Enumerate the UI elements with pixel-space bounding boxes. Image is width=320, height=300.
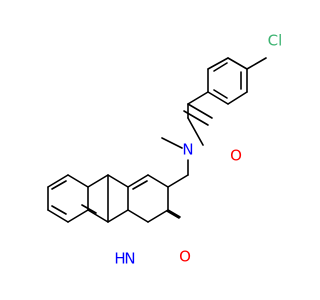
bond [67, 174, 89, 188]
bond [227, 91, 248, 105]
bond [167, 174, 189, 188]
bond [147, 174, 169, 188]
atom-label-layer: Cl O N H N O [114, 32, 282, 268]
bond [161, 137, 183, 149]
bond [132, 180, 148, 190]
chlorine-label: Cl [268, 32, 283, 50]
bond [127, 174, 149, 188]
ring-carbonyl-oxygen-label: O [179, 248, 191, 266]
bond [87, 209, 109, 223]
carbonyl-oxygen-label: O [230, 147, 242, 165]
ring-nh-hydrogen-label: H [114, 250, 125, 268]
amide-nitrogen-label: N [182, 141, 193, 159]
bond [51, 205, 67, 215]
bond [187, 117, 204, 146]
bond [213, 62, 228, 72]
bond [47, 174, 69, 188]
bond [147, 209, 169, 223]
bond [67, 209, 89, 223]
molecule-structure: Cl O N H N O [47, 32, 282, 268]
bond [87, 174, 109, 188]
molecule-canvas: Cl O N H N O [47, 31, 283, 268]
bond [187, 91, 209, 105]
bond [207, 57, 229, 70]
bond [81, 204, 97, 214]
bond [127, 209, 149, 223]
bond [213, 89, 228, 99]
bond [107, 174, 129, 188]
bond [207, 91, 229, 105]
bond [246, 57, 267, 70]
bond [166, 210, 180, 219]
bond [47, 209, 69, 223]
bond-layer [47, 57, 267, 223]
bond [107, 209, 129, 223]
bond [187, 103, 213, 119]
bond [167, 209, 181, 218]
bond [51, 180, 67, 190]
bond [227, 57, 248, 70]
ring-nitrogen-label: N [124, 250, 135, 268]
